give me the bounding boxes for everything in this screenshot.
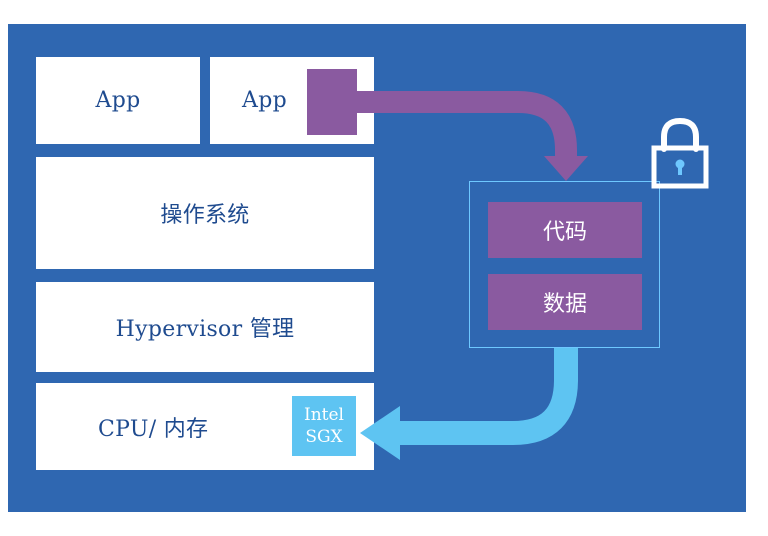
enclave-code: 代码 [488, 202, 642, 258]
app-enclave-tab [307, 69, 357, 135]
sgx-line-2: SGX [305, 427, 343, 447]
enclave-data: 数据 [488, 274, 642, 330]
hypervisor-layer: Hypervisor 管理 [36, 282, 374, 372]
cpu-label: CPU/ 内存 [98, 416, 209, 442]
app-label-2: App [242, 88, 287, 113]
hypervisor-label: Hypervisor 管理 [115, 317, 295, 342]
sgx-line-1: Intel [304, 405, 344, 425]
lock-icon [651, 117, 709, 189]
intel-sgx-badge: Intel SGX [292, 396, 356, 456]
app-box-1: App [36, 57, 200, 144]
os-label: 操作系统 [160, 203, 250, 228]
app-label-1: App [95, 88, 141, 113]
os-layer: 操作系统 [36, 157, 374, 269]
enclave-data-label: 数据 [542, 292, 587, 317]
enclave-code-label: 代码 [542, 220, 587, 245]
